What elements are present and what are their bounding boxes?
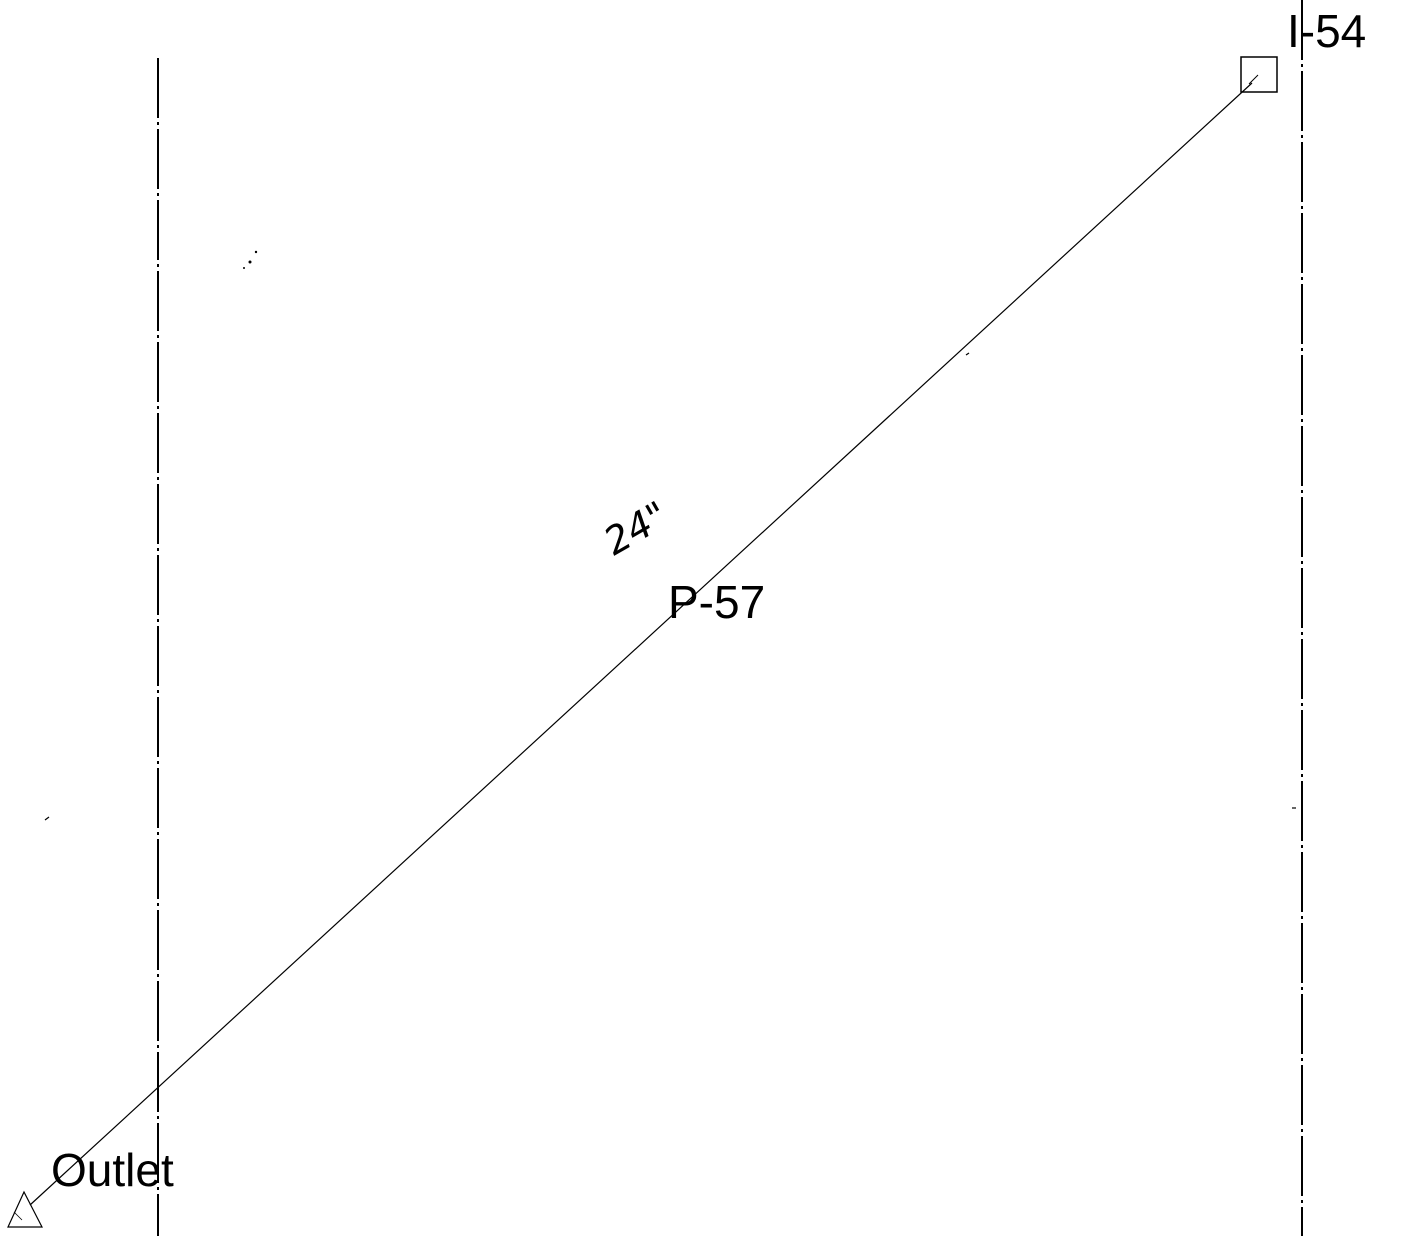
- triangle-outlet-icon[interactable]: [7, 1190, 43, 1228]
- pipe-size-handwritten-note: 24": [597, 493, 676, 564]
- outlet-label: Outlet: [51, 1144, 174, 1196]
- pipe-line[interactable]: [29, 82, 1253, 1206]
- square-inlet-icon[interactable]: [1240, 56, 1278, 93]
- stray-marks: [44, 250, 1296, 821]
- inlet-label: I-54: [1287, 5, 1366, 57]
- pipe-label: P-57: [668, 576, 765, 628]
